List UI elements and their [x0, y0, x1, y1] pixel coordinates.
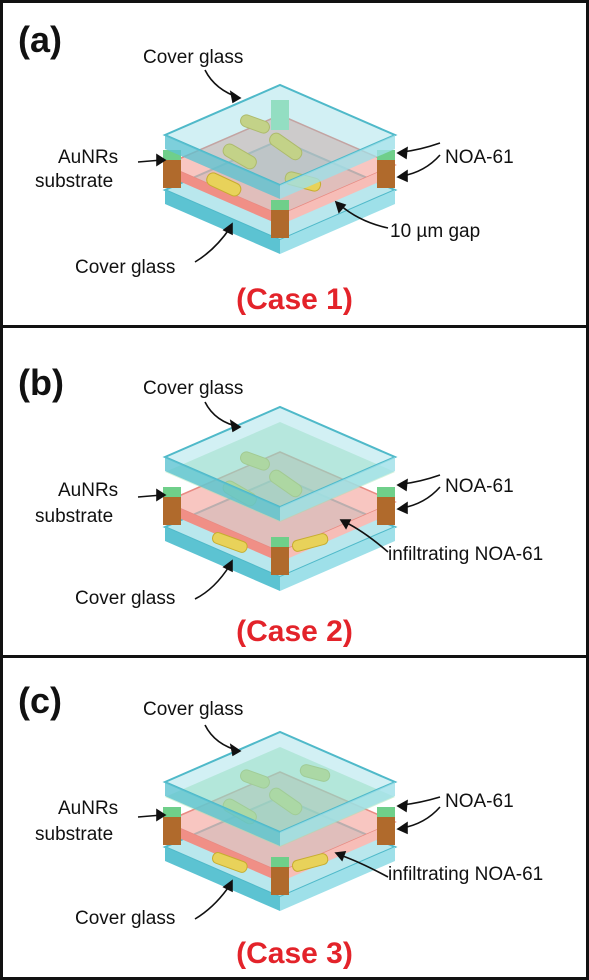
case-label-3: (Case 3) — [236, 937, 353, 970]
label-cover-glass-top: Cover glass — [143, 699, 244, 720]
label-aunrs: AuNRs — [58, 147, 119, 168]
noa-61-spacers — [163, 807, 395, 895]
label-infiltrating-noa-61: infiltrating NOA-61 — [388, 864, 544, 885]
label-cover-glass-bottom: Cover glass — [75, 908, 176, 929]
panel-b: (b) Cover — [0, 327, 589, 655]
case-label-2: (Case 2) — [236, 615, 353, 648]
infiltrating-noa-61-layer — [165, 422, 395, 522]
label-cover-glass-top: Cover glass — [143, 378, 244, 399]
label-noa-61: NOA-61 — [445, 147, 514, 168]
panel-divider — [0, 655, 589, 658]
label-cover-glass-bottom: Cover glass — [75, 588, 176, 609]
noa-61-spacers — [163, 487, 395, 575]
label-substrate: substrate — [35, 824, 114, 845]
label-noa-61: NOA-61 — [445, 476, 514, 497]
panel-a: (a) — [0, 0, 589, 326]
panel-letter-a: (a) — [18, 19, 62, 60]
label-aunrs: AuNRs — [58, 798, 119, 819]
annotation-arrows — [137, 401, 441, 600]
panel-letter-c: (c) — [18, 680, 62, 721]
device-diagram-case-3 — [137, 724, 441, 920]
device-diagram-case-1 — [137, 69, 441, 263]
label-substrate: substrate — [35, 171, 114, 192]
label-aunrs: AuNRs — [58, 480, 119, 501]
label-cover-glass-top: Cover glass — [143, 47, 244, 68]
panel-letter-b: (b) — [18, 362, 64, 403]
infiltrating-noa-61-layer — [165, 747, 395, 847]
case-label-1: (Case 1) — [236, 283, 353, 316]
label-gap: 10 µm gap — [390, 221, 481, 242]
annotation-arrows — [137, 724, 441, 920]
device-diagram-case-2 — [137, 401, 441, 600]
panel-c: (c) Cov — [0, 657, 589, 980]
panel-divider — [0, 325, 589, 328]
label-noa-61: NOA-61 — [445, 791, 514, 812]
noa-61-spacers — [163, 100, 395, 238]
label-substrate: substrate — [35, 506, 114, 527]
annotation-arrows — [137, 69, 441, 263]
label-infiltrating-noa-61: infiltrating NOA-61 — [388, 544, 544, 565]
label-cover-glass-bottom: Cover glass — [75, 257, 176, 278]
